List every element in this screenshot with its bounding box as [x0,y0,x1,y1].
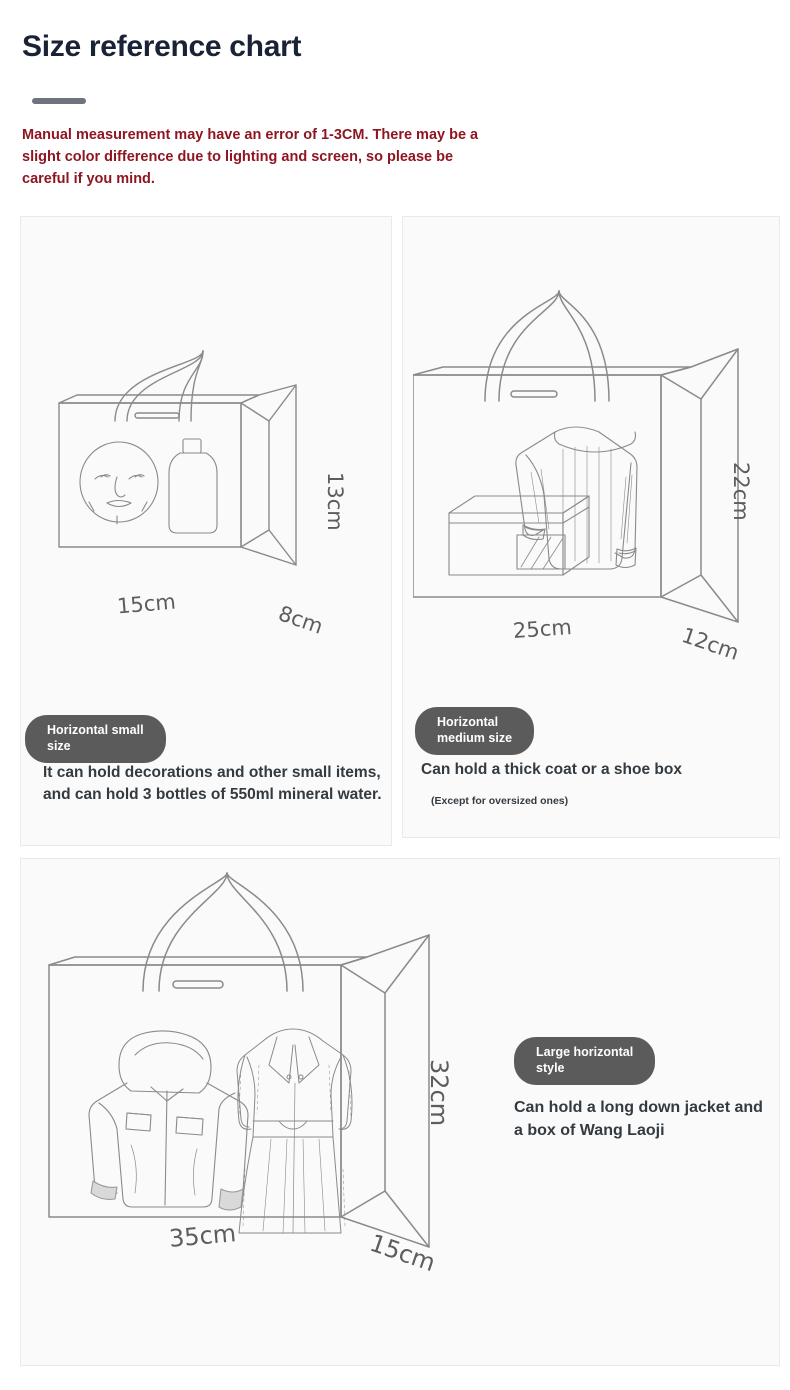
bag-illustration-large [48,872,430,1248]
dimension-width-small: 15cm [116,589,177,619]
dimension-width-medium: 25cm [512,614,573,644]
badge-large-size: Large horizontal style [514,1037,656,1086]
caption-medium: Can hold a thick coat or a shoe box [421,761,682,778]
title-divider [32,98,86,104]
badge-small-size: Horizontal small size [25,715,166,764]
dimension-height-medium: 22cm [729,462,753,521]
size-panel-large: 35cm 32cm 15cm [20,858,780,1366]
dimension-height-large: 32cm [425,1059,453,1127]
bag-illustration-medium [413,290,739,623]
dimension-height-small: 13cm [323,472,347,531]
size-panel-small: 15cm 13cm 8cm Horizontal small size It c… [20,216,392,846]
page-title: Size reference chart [22,30,302,63]
dimension-width-large: 35cm [167,1219,238,1253]
size-panel-medium: 25cm 22cm 12cm Horizontal medium size Ca… [402,216,780,838]
badge-medium-size: Horizontal medium size [415,707,535,756]
caption-large: Can hold a long down jacket and a box of… [514,1099,763,1139]
bag-illustration-small [58,350,297,566]
caption-small: It can hold decorations and other small … [43,764,382,803]
measurement-notice: Manual measurement may have an error of … [22,127,479,187]
subcaption-medium: (Except for oversized ones) [431,795,569,807]
